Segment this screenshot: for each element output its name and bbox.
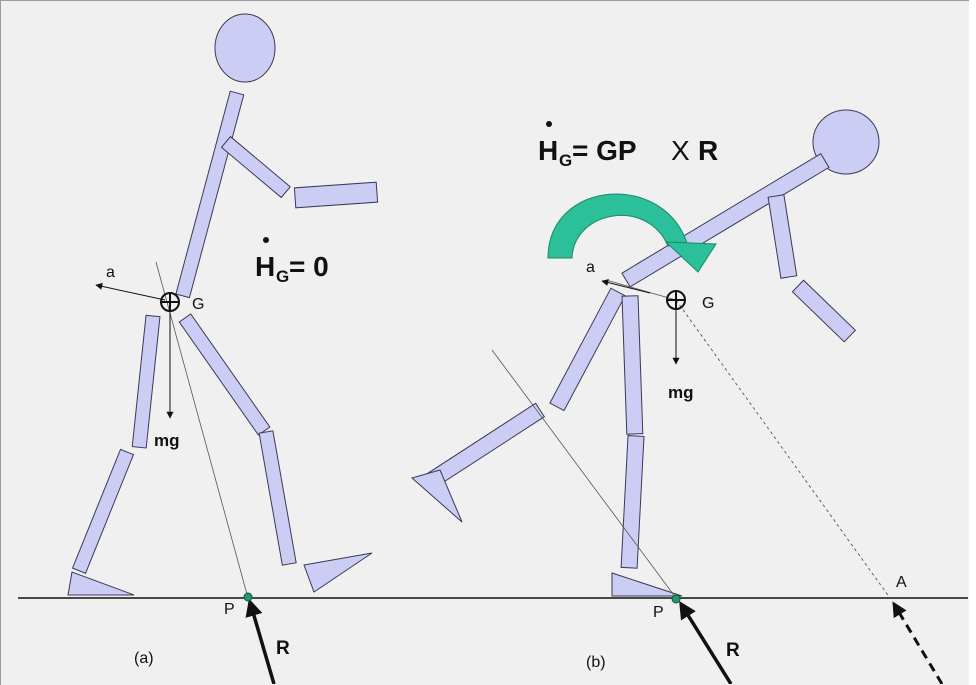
figure-b-forearm xyxy=(791,279,857,343)
figure-a-label-g: G xyxy=(192,296,204,313)
figure-a-head xyxy=(214,13,276,83)
figure-a-front-foot xyxy=(303,552,373,593)
figure-b-reaction-line xyxy=(491,349,677,599)
figure-a-accel-arrow xyxy=(95,282,166,301)
figure-a-caption: (a) xyxy=(134,650,154,667)
figure-a-back-thigh xyxy=(131,314,161,449)
svg-text:X: X xyxy=(671,135,690,166)
figure-a-dot-accent xyxy=(263,237,269,243)
figure-b-label-mg: mg xyxy=(668,383,694,402)
figure-a-com-symbol xyxy=(160,292,180,312)
figure-a-label-r: R xyxy=(276,638,290,659)
svg-text:H: H xyxy=(255,251,275,282)
figure-b-label-a-point: A xyxy=(896,574,907,591)
figure-b-back-foot xyxy=(410,469,463,523)
figure-a-front-thigh xyxy=(178,313,271,436)
figure-b-front-foot xyxy=(611,572,683,597)
figure-b-label-r: R xyxy=(726,640,740,661)
figure-b-label-p: P xyxy=(653,604,664,621)
figure-a-torso xyxy=(175,90,245,299)
figure-b-com-symbol xyxy=(666,290,686,310)
rotation-arrow xyxy=(547,193,717,273)
figure-a-upper-arm xyxy=(220,135,291,199)
figure-b-head xyxy=(812,109,880,175)
svg-text:H: H xyxy=(538,135,558,166)
figure-a-reaction-arrow xyxy=(245,598,276,684)
figure-a-walker xyxy=(67,13,379,596)
figure-a-reaction-line xyxy=(155,261,249,599)
figure-a-front-shin xyxy=(258,430,297,566)
figure-b-front-shin xyxy=(620,435,645,569)
figure-b-equation: H G = GP X R xyxy=(538,121,718,170)
figure-b-accel-arrow xyxy=(601,279,651,294)
figure-b-front-thigh xyxy=(621,295,644,435)
figure-a-forearm xyxy=(293,181,379,209)
figure-a-point-p xyxy=(243,592,253,602)
figure-a-label-p: P xyxy=(224,601,235,618)
svg-text:G: G xyxy=(276,267,289,286)
figure-b-upper-arm xyxy=(767,194,798,279)
figure-b-point-p xyxy=(671,594,681,604)
figure-a-label-mg: mg xyxy=(154,431,180,450)
figure-b-back-thigh xyxy=(549,287,626,412)
figure-b-dot-accent xyxy=(546,121,552,127)
figure-a-equation: H G = 0 xyxy=(255,237,329,286)
figure-b-walker xyxy=(410,109,880,597)
figure-b-caption: (b) xyxy=(586,654,606,671)
svg-text:G: G xyxy=(559,151,572,170)
figure-b-label-g: G xyxy=(702,295,714,312)
figure-b-reaction-arrow xyxy=(679,601,733,684)
figure-b-dashed-line xyxy=(675,299,891,599)
figure-b-torso-line xyxy=(605,279,677,301)
figure-a-back-foot xyxy=(67,571,135,596)
svg-text:= GP: = GP xyxy=(572,135,637,166)
figure-b-torso xyxy=(621,152,830,288)
svg-text:= 0: = 0 xyxy=(289,251,329,282)
figure-a-label-a: a xyxy=(106,264,115,281)
figure-b-label-a: a xyxy=(586,259,595,276)
svg-text:R: R xyxy=(698,135,718,166)
figure-a-back-shin xyxy=(71,448,135,574)
figure-b-dashed-arrow xyxy=(892,601,944,684)
